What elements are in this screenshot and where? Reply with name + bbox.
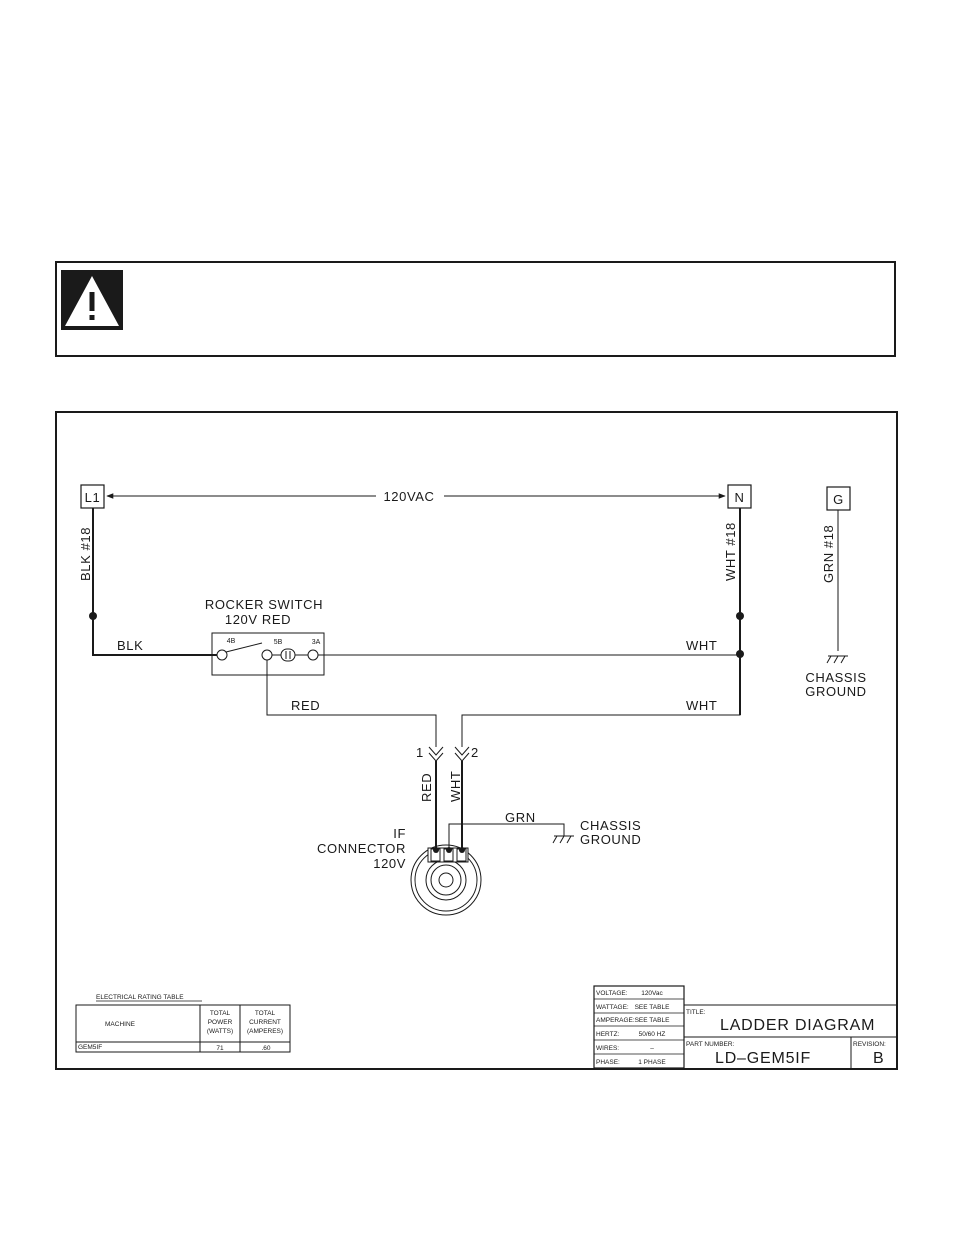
connector-pin-2-label: 2 (471, 745, 479, 760)
if-connector-line2: CONNECTOR (317, 841, 406, 856)
spec-value-amperage: SEE TABLE (635, 1017, 670, 1024)
rocker-switch-line1: ROCKER SWITCH (205, 597, 323, 612)
electrical-rating-table: ELECTRICAL RATING TABLE MACHINE TOTAL PO… (75, 994, 291, 1053)
grn-18-label: GRN #18 (821, 525, 836, 583)
rating-header-power-1: TOTAL (210, 1010, 231, 1017)
red-wire (266, 660, 437, 747)
diagram-border (55, 411, 898, 1070)
spec-value-phase: 1 PHASE (638, 1059, 666, 1066)
chassis-ground-1-line2: GROUND (805, 684, 866, 699)
terminal-g-label: G (833, 492, 844, 507)
wht-mid-wire (461, 654, 741, 747)
if-connector-line1: IF (393, 826, 406, 841)
red-vertical-label: RED (419, 773, 434, 802)
wht-top-label: WHT (686, 638, 717, 653)
terminal-l1: L1 (80, 484, 105, 509)
wht-mid-label: WHT (686, 698, 717, 713)
connector-pin-1-label: 1 (416, 745, 424, 760)
switch-terminal-5b: 5B (274, 639, 283, 646)
terminal-n: N (727, 484, 752, 509)
title-block: VOLTAGE: 120Vac WATTAGE: SEE TABLE AMPER… (593, 985, 897, 1069)
terminal-g: G (826, 486, 851, 511)
rating-row-current: .60 (261, 1045, 270, 1052)
if-connector-symbol (410, 844, 482, 916)
spec-label-wires: WIRES: (596, 1045, 619, 1052)
supply-voltage-line: 120VAC (106, 489, 726, 504)
revision-label: REVISION: (853, 1041, 886, 1048)
warning-icon (61, 270, 123, 330)
grn-label: GRN (505, 810, 536, 825)
wht-vertical-label: WHT (448, 771, 463, 802)
part-number-label: PART NUMBER: (686, 1041, 735, 1048)
drawing-title: LADDER DIAGRAM (720, 1017, 875, 1034)
connector-pin-2: 2 (454, 745, 479, 762)
spec-value-wattage: SEE TABLE (635, 1004, 670, 1011)
rating-table-title: ELECTRICAL RATING TABLE (96, 994, 184, 1001)
spec-label-amperage: AMPERAGE: (596, 1017, 635, 1024)
spec-value-wires: – (650, 1045, 654, 1052)
rating-header-current-2: CURRENT (249, 1019, 281, 1026)
connector-pin-1: 1 (416, 745, 444, 762)
warning-banner (55, 261, 896, 357)
rocker-switch-line2: 120V RED (225, 612, 291, 627)
title-label: TITLE: (686, 1009, 706, 1016)
spec-label-wattage: WATTAGE: (596, 1004, 629, 1011)
rating-row-power: 71 (216, 1045, 224, 1052)
spec-label-phase: PHASE: (596, 1059, 620, 1066)
switch-terminal-4b: 4B (227, 638, 236, 645)
part-number: LD–GEM5IF (715, 1050, 811, 1067)
terminal-l1-label: L1 (85, 490, 101, 505)
spec-value-hertz: 50/60 HZ (639, 1031, 666, 1038)
wht-18-label: WHT #18 (723, 522, 738, 581)
chassis-ground-2-line2: GROUND (580, 832, 641, 847)
rating-header-machine: MACHINE (105, 1021, 136, 1028)
rocker-switch: ROCKER SWITCH 120V RED 4B 5B 3A (205, 597, 325, 676)
spec-value-voltage: 120Vac (641, 990, 663, 997)
supply-voltage-label: 120VAC (383, 489, 434, 504)
spec-label-hertz: HERTZ: (596, 1031, 620, 1038)
grn-wire (448, 823, 565, 849)
blk-wire (92, 616, 221, 656)
terminal-n-label: N (735, 490, 745, 505)
if-connector-line3: 120V (373, 856, 406, 871)
junction-n-top (736, 612, 744, 620)
rating-header-power-2: POWER (208, 1019, 233, 1026)
red-label: RED (291, 698, 320, 713)
rating-header-power-3: (WATTS) (207, 1028, 233, 1035)
revision-value: B (873, 1050, 884, 1067)
ladder-diagram: L1 N G 120VAC BLK #18 WHT #18 GRN #18 BL… (55, 411, 898, 1070)
chassis-ground-symbol-1 (826, 655, 848, 664)
rating-row-machine: GEM5IF (78, 1044, 102, 1051)
rating-header-current-3: (AMPERES) (247, 1028, 283, 1035)
chassis-ground-symbol-2 (552, 835, 574, 844)
switch-terminal-3a: 3A (312, 639, 321, 646)
chassis-ground-1-line1: CHASSIS (805, 670, 866, 685)
blk-18-label: BLK #18 (78, 527, 93, 581)
chassis-ground-2-line1: CHASSIS (580, 818, 641, 833)
spec-label-voltage: VOLTAGE: (596, 990, 628, 997)
blk-label: BLK (117, 638, 143, 653)
indicator-lamp (280, 648, 296, 662)
rating-header-current-1: TOTAL (255, 1010, 276, 1017)
